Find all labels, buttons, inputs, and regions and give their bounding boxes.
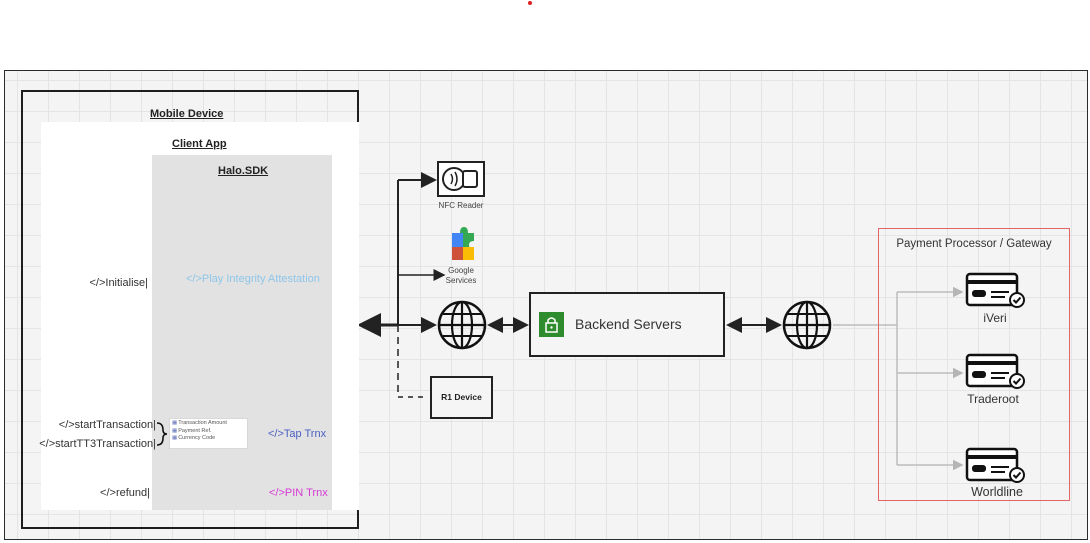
method-refund: </>refund| [100,487,150,499]
nfc-reader-label: NFC Reader [438,201,484,210]
r1-device-box [430,376,493,419]
param-currency-code: Currency Code [172,435,245,443]
sdk-play-integrity: </>Play Integrity Attestation [186,273,320,285]
globe-icon [782,300,832,350]
method-start-transaction: </>startTransaction| [58,419,156,431]
method-start-tt3-transaction: </>startTT3Transaction| [39,438,156,450]
payment-processor-box [878,228,1070,501]
sdk-pin-trnx: </>PIN Trnx [269,487,328,499]
r1-device-label: R1 Device [441,392,482,402]
param-payment-ref: Payment Ref. [172,428,245,436]
processor-worldline: Worldline [971,485,1023,499]
backend-servers-label: Backend Servers [575,316,682,332]
card-check-icon [965,447,1025,483]
halo-sdk-box [152,155,332,510]
processor-iveri: iVeri [983,311,1007,325]
card-check-icon [965,272,1025,308]
google-services-icon [452,227,474,260]
globe-icon [437,300,487,350]
card-check-icon [965,353,1025,389]
sdk-tap-trnx: </>Tap Trnx [268,428,327,440]
brace-icon [156,422,168,446]
param-transaction-amount: Transaction Amount [172,420,245,428]
payment-processor-title: Payment Processor / Gateway [896,238,1052,250]
mobile-device-title: Mobile Device [150,108,224,120]
red-dot [528,1,532,5]
method-initialise: </>Initialise| [89,277,148,289]
halo-sdk-title: Halo.SDK [218,165,269,177]
transaction-params-box: Transaction Amount Payment Ref. Currency… [169,418,248,449]
lock-icon [539,312,564,337]
processor-traderoot: Traderoot [967,392,1019,406]
google-services-label: Google Services [445,266,477,285]
nfc-reader-icon [437,161,485,197]
client-app-title: Client App [172,138,227,150]
